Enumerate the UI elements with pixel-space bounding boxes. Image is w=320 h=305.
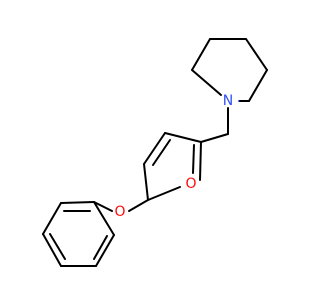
furan-oxygen-label: O — [185, 176, 196, 192]
bond-ph-c5-c6 — [95, 234, 115, 267]
bond-ph-c3-c4 — [42, 233, 62, 267]
bond-ph-c2-c3 — [42, 202, 62, 235]
ether-oxygen-label: O — [114, 204, 125, 220]
bond-furan-c3-c4 — [143, 132, 166, 165]
bond-furan-c2-c3-double — [192, 144, 195, 174]
bond-ether-o-phenyl — [93, 201, 113, 212]
nitrogen-label: N — [223, 93, 233, 109]
bond-ph-c1-c2 — [60, 201, 95, 204]
bond-furan-c5-o — [147, 186, 181, 201]
bond-pip-c2-c3 — [245, 38, 268, 71]
bond-furan-o-c2 — [199, 141, 202, 181]
structure-canvas: N O O — [42, 38, 268, 267]
bond-ph-double-2 — [49, 233, 66, 260]
bond-c5-ether-o — [128, 199, 149, 212]
bond-ph-double-3 — [93, 235, 108, 260]
bond-ph-c6-c1 — [93, 201, 115, 236]
bond-furan-c2-c3 — [164, 132, 202, 143]
bond-furan-c4-c4-double — [152, 139, 171, 166]
bond-pip-c5-c1 — [191, 38, 211, 71]
bonds — [42, 38, 268, 267]
bond-furan-c4-c5 — [143, 163, 149, 201]
molecule-svg: N O O — [42, 38, 268, 267]
bond-pip-n-c5 — [191, 69, 222, 96]
bond-ch2-furan-c2 — [200, 133, 229, 143]
bond-pip-c3-c4 — [248, 69, 268, 102]
